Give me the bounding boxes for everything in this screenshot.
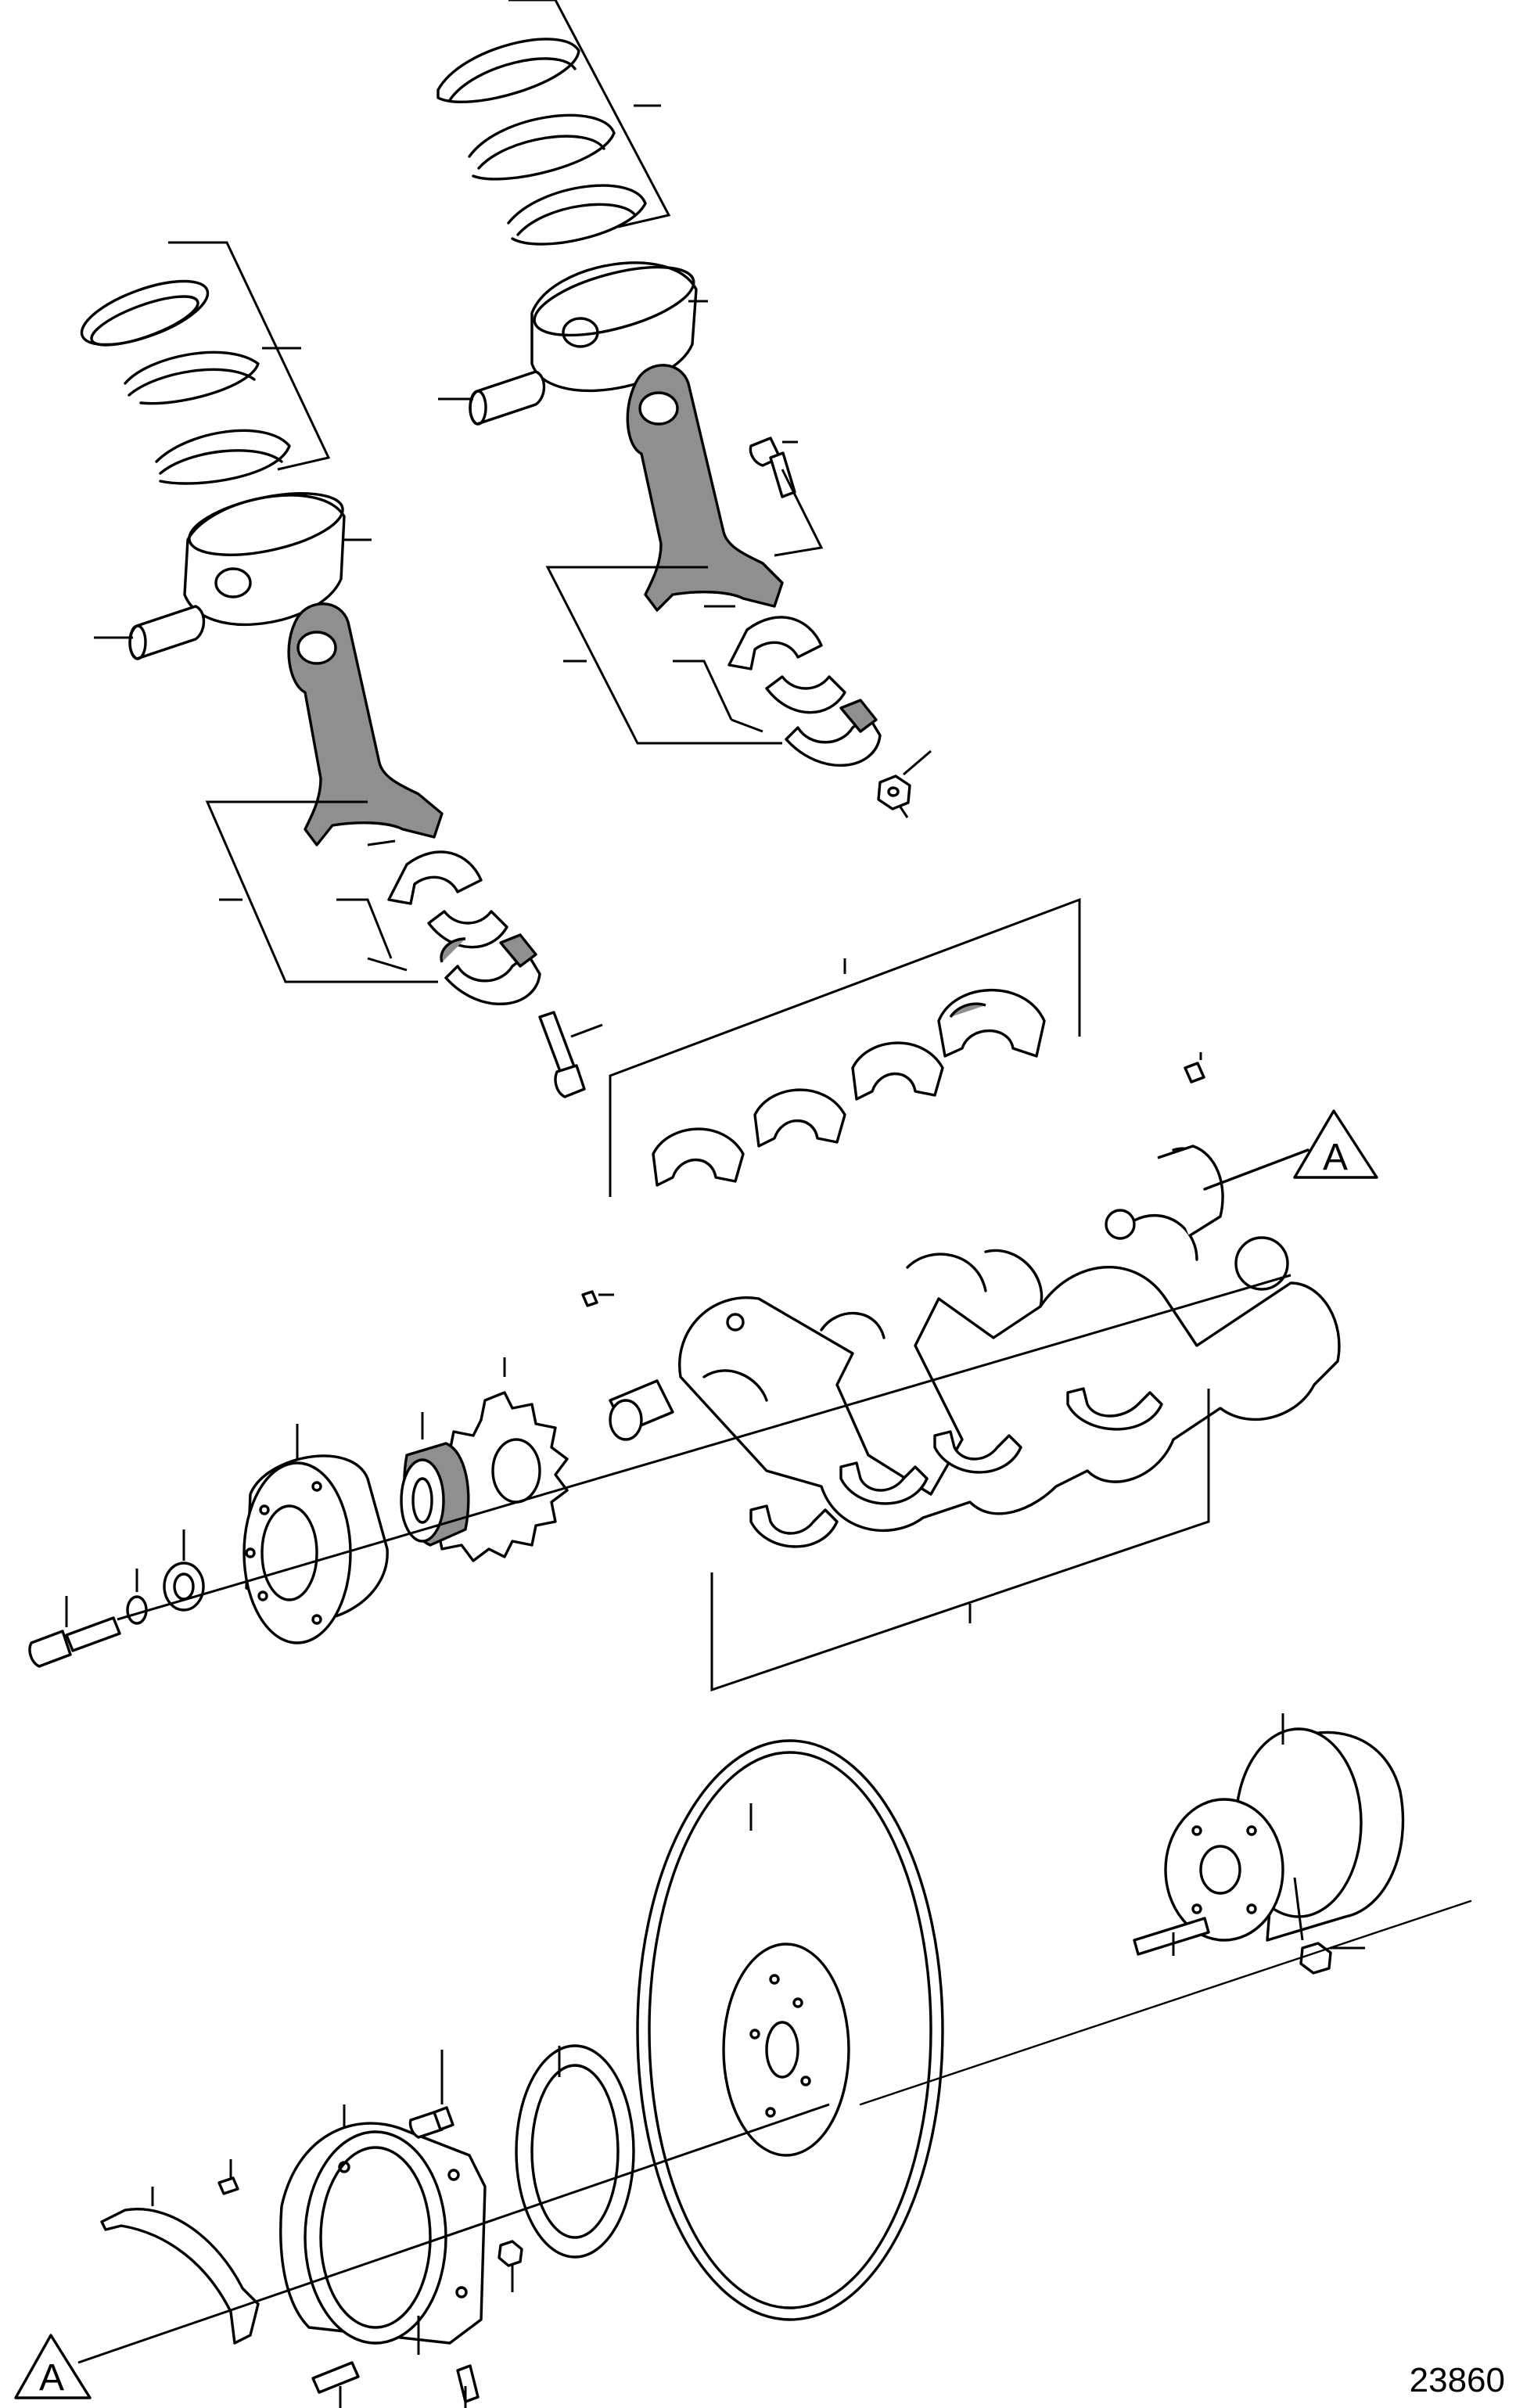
reference-marker-bottom: A (14, 2334, 92, 2399)
rod-bearing-shells-left (219, 839, 541, 1005)
rear-main-seal (515, 2044, 635, 2259)
housing-studs (77, 2103, 830, 2408)
alignment-dowel (217, 2159, 239, 2195)
rod-bolt-left (538, 1011, 603, 1098)
seal-housing (279, 2104, 487, 2355)
rod-nut-right (877, 749, 932, 818)
connecting-rod-left (205, 602, 444, 983)
woodruff-key (581, 1290, 614, 1307)
oil-pump-drive-ring (400, 1412, 470, 1547)
lock-washer (126, 1569, 148, 1625)
crank-axis-rear (859, 1899, 1472, 2106)
main-bearing-shells-upper (609, 897, 1081, 1197)
reference-marker-top: A (1293, 1109, 1378, 1179)
connecting-rod-right (545, 364, 784, 745)
piston-ring-set-left (80, 241, 331, 485)
dowel-pin (1184, 1052, 1205, 1084)
figure-number: 23860 (1409, 2361, 1505, 2399)
reference-marker-label: A (1323, 1137, 1348, 1178)
piston-left (183, 492, 372, 627)
piston-pin-left (94, 605, 206, 660)
ring-gear-flywheel (636, 1739, 944, 2321)
piston-pin-right (438, 370, 546, 426)
drive-stud (1133, 1917, 1210, 1956)
oil-pan-gasket-half (100, 2187, 260, 2345)
pulley-housing (1164, 1713, 1405, 1942)
housing-bolt (408, 2050, 454, 2139)
rod-bolt-right (749, 437, 824, 557)
piston-right (530, 261, 708, 393)
rod-bearing-shells-right (563, 605, 882, 767)
vibration-damper (242, 1424, 389, 1644)
seal-housing-nut (498, 2240, 523, 2292)
piston-ring-set-right (436, 0, 671, 246)
reference-marker-label: A (39, 2357, 64, 2399)
damper-bolt (28, 1274, 1291, 1668)
seal-washer (163, 1529, 205, 1612)
main-bearing-shells-lower (710, 1387, 1210, 1692)
